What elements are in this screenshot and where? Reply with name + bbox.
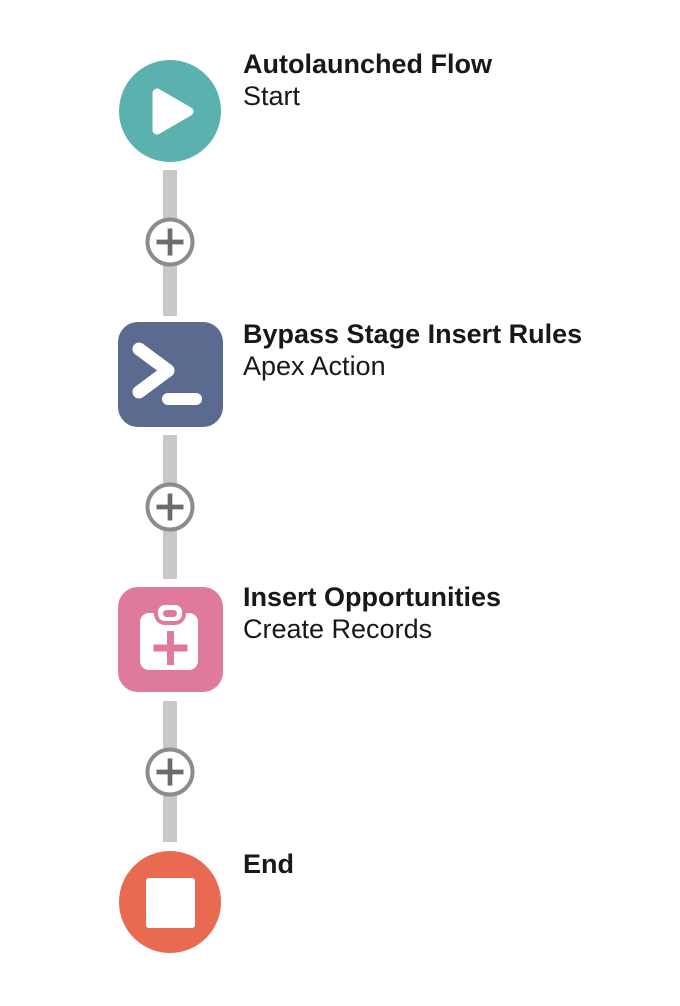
play-icon <box>152 88 194 135</box>
plus-icon <box>145 482 195 532</box>
flow-node-create-records[interactable] <box>118 587 223 692</box>
plus-icon <box>145 747 195 797</box>
flow-node-apex-action[interactable] <box>118 322 223 427</box>
node-title: End <box>243 849 294 879</box>
flow-node-create-records-label: Insert Opportunities Create Records <box>243 581 501 645</box>
clipboard-plus-icon <box>140 601 198 670</box>
add-element-button[interactable] <box>145 747 195 797</box>
node-subtitle: Start <box>243 81 301 111</box>
flow-node-start-label: Autolaunched Flow Start <box>243 48 492 112</box>
plus-icon <box>145 217 195 267</box>
add-element-button[interactable] <box>145 482 195 532</box>
node-title: Autolaunched Flow <box>243 49 492 79</box>
flow-node-end-label: End <box>243 848 294 880</box>
node-title: Bypass Stage Insert Rules <box>243 319 583 349</box>
flow-node-apex-action-label: Bypass Stage Insert Rules Apex Action <box>243 318 582 382</box>
node-subtitle: Apex Action <box>243 351 386 381</box>
flow-node-start[interactable] <box>119 60 221 162</box>
flow-node-end[interactable] <box>119 851 221 953</box>
stop-square-icon <box>146 878 195 928</box>
terminal-prompt-icon <box>132 342 202 405</box>
add-element-button[interactable] <box>145 217 195 267</box>
node-subtitle: Create Records <box>243 614 433 644</box>
node-title: Insert Opportunities <box>243 582 502 612</box>
